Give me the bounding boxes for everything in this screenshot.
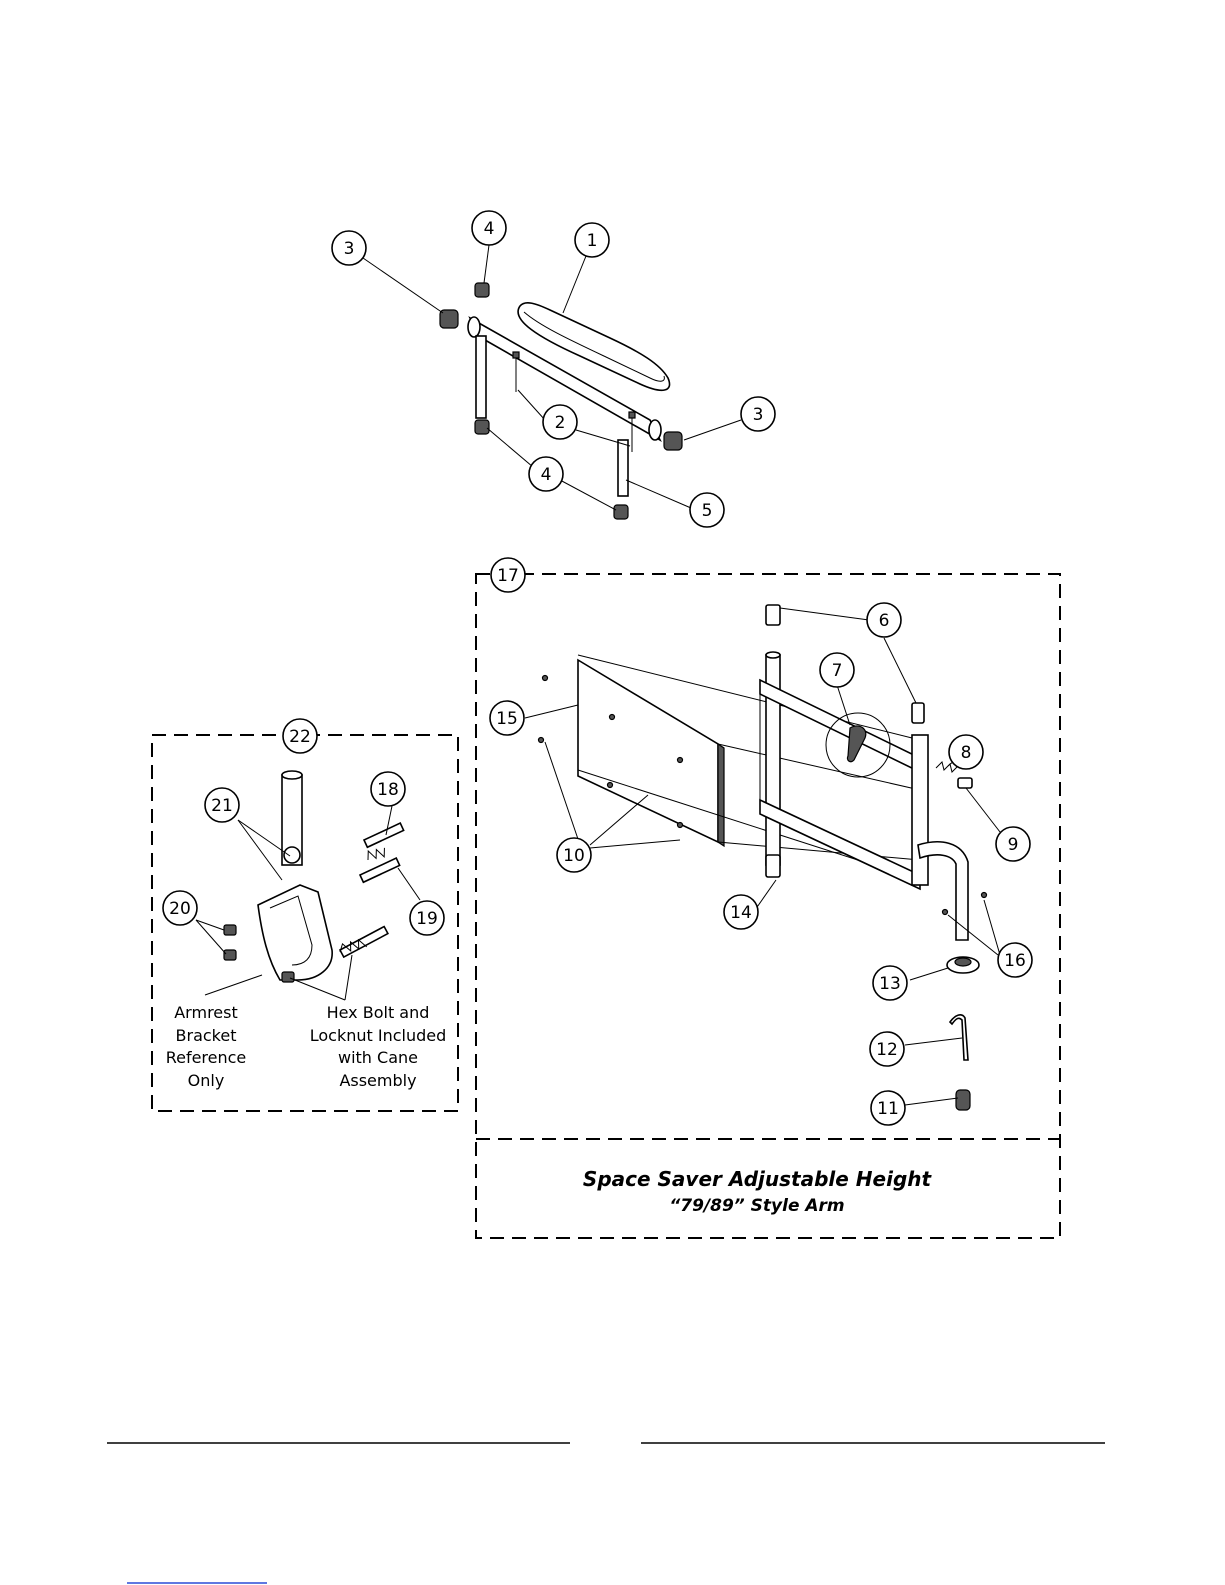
svg-text:18: 18 — [377, 780, 399, 800]
svg-text:2: 2 — [555, 413, 566, 433]
svg-text:Armrest: Armrest — [174, 1003, 238, 1022]
skirt-panel — [539, 655, 921, 880]
collar-and-lever — [947, 957, 979, 1110]
top-armrest-assembly — [440, 283, 682, 519]
post-right — [618, 440, 628, 496]
callout-16: 16 — [998, 943, 1032, 977]
callout-19: 19 — [410, 901, 444, 935]
callout-6: 6 — [867, 603, 901, 637]
svg-text:6: 6 — [879, 611, 890, 631]
callout-4-bottom: 4 — [529, 457, 563, 491]
svg-text:3: 3 — [344, 239, 355, 259]
svg-text:Only: Only — [188, 1071, 225, 1090]
svg-text:9: 9 — [1008, 835, 1019, 855]
callout-21: 21 — [205, 788, 239, 822]
callout-17: 17 — [491, 558, 525, 592]
svg-text:14: 14 — [730, 903, 752, 923]
svg-text:Reference: Reference — [166, 1048, 247, 1067]
svg-text:Assembly: Assembly — [339, 1071, 416, 1090]
svg-text:21: 21 — [211, 796, 233, 816]
svg-text:4: 4 — [541, 465, 552, 485]
svg-text:Hex Bolt and: Hex Bolt and — [327, 1003, 430, 1022]
plug-bottom-left — [475, 420, 489, 434]
svg-text:7: 7 — [832, 661, 843, 681]
hardware-note: Hex Bolt and Locknut Included with Cane … — [310, 1003, 447, 1090]
callout-18: 18 — [371, 772, 405, 806]
svg-text:with Cane: with Cane — [338, 1048, 418, 1067]
svg-text:15: 15 — [496, 709, 518, 729]
svg-text:11: 11 — [877, 1099, 899, 1119]
bracket-reference-note: Armrest Bracket Reference Only — [166, 1003, 247, 1090]
svg-text:5: 5 — [702, 501, 713, 521]
callout-5: 5 — [690, 493, 724, 527]
svg-text:4: 4 — [484, 219, 495, 239]
callout-3-right: 3 — [741, 397, 775, 431]
callout-7: 7 — [820, 653, 854, 687]
svg-text:1: 1 — [587, 231, 598, 251]
callout-13: 13 — [873, 966, 907, 1000]
svg-text:3: 3 — [753, 405, 764, 425]
callout-9: 9 — [996, 827, 1030, 861]
center-post — [766, 605, 780, 877]
arm-pad — [518, 303, 669, 390]
callout-11: 11 — [871, 1091, 905, 1125]
callout-12: 12 — [870, 1032, 904, 1066]
callout-14: 14 — [724, 895, 758, 929]
svg-text:13: 13 — [879, 974, 901, 994]
callout-20: 20 — [163, 891, 197, 925]
post-left — [476, 336, 486, 418]
svg-text:16: 16 — [1004, 951, 1026, 971]
assembly-title: Space Saver Adjustable Height “79/89” St… — [583, 1167, 933, 1216]
callout-15: 15 — [490, 701, 524, 735]
svg-text:19: 19 — [416, 909, 438, 929]
svg-text:22: 22 — [289, 727, 311, 747]
svg-text:12: 12 — [876, 1040, 898, 1060]
screw-left — [513, 352, 519, 392]
callout-2: 2 — [543, 405, 577, 439]
callout-8: 8 — [949, 735, 983, 769]
svg-text:10: 10 — [563, 846, 585, 866]
callout-10: 10 — [557, 838, 591, 872]
callout-3-left: 3 — [332, 231, 366, 265]
svg-text:Locknut Included: Locknut Included — [310, 1026, 447, 1045]
svg-text:Space Saver Adjustable Height: Space Saver Adjustable Height — [583, 1167, 933, 1191]
plug-bottom-right — [614, 505, 628, 519]
svg-text:Bracket: Bracket — [176, 1026, 237, 1045]
footer-rules — [107, 1443, 1105, 1583]
end-cap-right — [664, 432, 682, 450]
svg-text:20: 20 — [169, 899, 191, 919]
callout-1: 1 — [575, 223, 609, 257]
svg-text:8: 8 — [961, 743, 972, 763]
callout-4-top: 4 — [472, 211, 506, 245]
svg-text:17: 17 — [497, 566, 519, 586]
plug-top — [475, 283, 489, 297]
svg-text:“79/89” Style Arm: “79/89” Style Arm — [669, 1196, 844, 1216]
callout-22: 22 — [283, 719, 317, 753]
